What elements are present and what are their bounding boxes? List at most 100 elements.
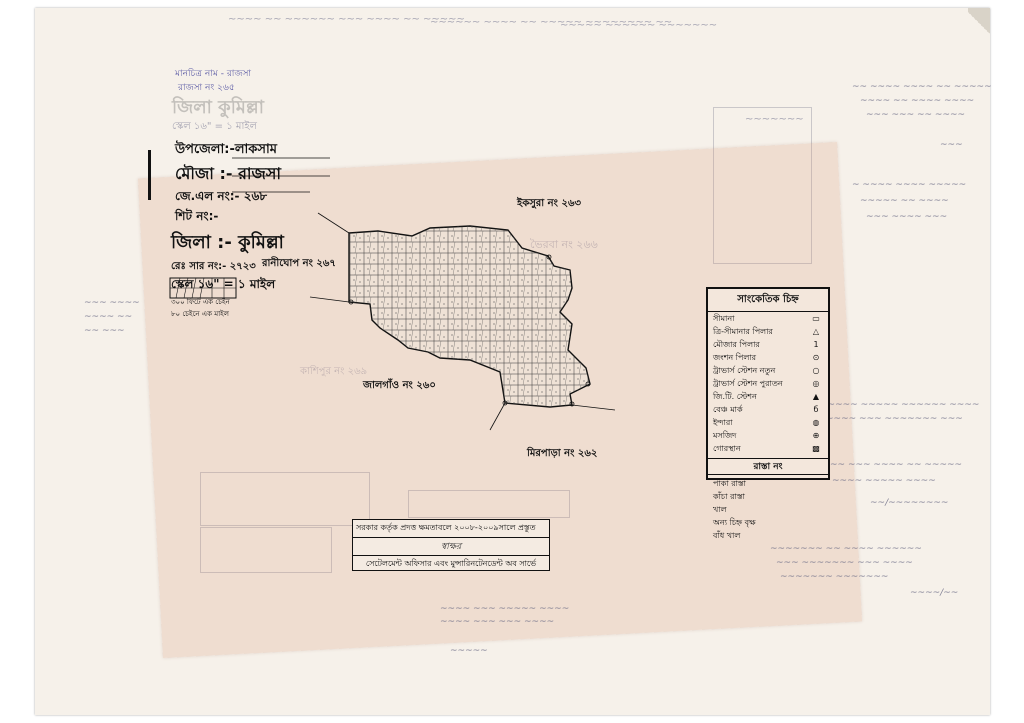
jl-number-label: জে.এল নং:- ২৬৮	[175, 189, 268, 203]
certification-line-1: সরকার কর্তৃক প্রদত্ত ক্ষমতাবলে ২০০৮-২০০৯…	[353, 520, 549, 538]
legend-row: জংশন পিলার ⊙	[708, 351, 828, 364]
legend-road-row: অন্য চিহ্ন বৃক্ষ	[708, 516, 828, 529]
neighbour-west: রানীঘোপ নং ২৬৭	[262, 258, 336, 269]
certification-signature: স্বাক্ষর	[440, 542, 462, 552]
handwritten-note: ~~~~~ ~~~~~ ~~~~~~ ~~~~	[820, 400, 980, 410]
handwritten-note: ~~~~ ~~~~~ ~~~~	[832, 476, 936, 486]
legend-symbol-icon: ▭	[812, 314, 820, 323]
mouza-label: মৌজা :- রাজসা	[175, 164, 282, 183]
faint-neighbour-east: ভৈরবা নং ২৬৬	[530, 238, 598, 251]
legend-row: ইন্দারা ◍	[708, 416, 828, 429]
legend-row-label: জংশন পিলার	[713, 353, 757, 362]
legend-row-label: ট্রাভার্স স্টেশন পুরাতন	[713, 379, 783, 388]
handwritten-note: ~ ~~~~ ~~~~ ~~~~~	[852, 180, 967, 190]
sheet-number-label: শিট নং:-	[175, 209, 219, 223]
legend-row: ট্রাভার্স স্টেশন নতুন ○	[708, 364, 828, 377]
title-underlines	[232, 157, 330, 193]
legend-symbol-icon: ▩	[812, 444, 820, 453]
legend-road-heading: রাস্তা নং	[708, 458, 828, 475]
legend-row: বেঞ্চ মার্ক б	[708, 403, 828, 416]
legend-road-row: পাকা রাস্তা	[708, 477, 828, 490]
legend-row: সীমানা ▭	[708, 312, 828, 325]
legend-road-label: বাঁধ খাল	[713, 531, 741, 540]
faint-box-bottom-center	[408, 490, 570, 518]
legend-row-label: ত্রি-সীমানার পিলার	[713, 327, 773, 336]
legend-row: জি.টি. স্টেশন▲	[708, 390, 828, 403]
faint-district-title: জিলা কুমিল্লা	[172, 97, 264, 118]
legend-symbol-icon: ⊕	[812, 431, 820, 440]
legend-row: ত্রি-সীমানার পিলার△	[708, 325, 828, 338]
legend-symbol-icon: б	[813, 405, 819, 414]
handwritten-note: ~~~~~~~ ~~ ~~~~ ~~~~~~	[770, 544, 922, 554]
scale-bar	[169, 277, 237, 299]
legend-road-row: কাঁচা রাস্তা	[708, 490, 828, 503]
legend-road-label: অন্য চিহ্ন বৃক্ষ	[713, 518, 756, 527]
neighbour-south: মিরপাড়া নং ২৬২	[527, 448, 598, 459]
title-bracket	[148, 150, 155, 200]
map-legend: সাংকেতিক চিহ্ন সীমানা ▭ ত্রি-সীমানার পিলার…	[706, 287, 830, 540]
handwritten-signature: ~~~~/~~	[910, 588, 959, 598]
handwritten-note: ~~~~ ~~~ ~~~~~ ~~~~	[440, 604, 570, 614]
legend-road-label: কাঁচা রাস্তা	[713, 492, 745, 501]
certification-box: সরকার কর্তৃক প্রদত্ত ক্ষমতাবলে ২০০৮-২০০৯…	[352, 519, 550, 571]
neighbour-north: ইকসুরা নং ২৬৩	[517, 198, 581, 209]
legend-symbol-icon: ○	[812, 366, 820, 375]
legend-symbol-icon: ◎	[812, 379, 820, 388]
faint-box-bottom-left-2	[200, 527, 332, 573]
legend-road-row: খাল	[708, 503, 828, 516]
handwritten-note: ~~~ ~~~~ ~~~	[866, 212, 948, 222]
handwritten-note: ~~~ ~~~~	[84, 298, 140, 308]
handwritten-signature: ~~~~~	[450, 646, 488, 656]
legend-heading: সাংকেতিক চিহ্ন	[708, 289, 828, 312]
reg-number-label: রেঃ সার নং:- ২৭২৩	[171, 261, 256, 272]
folded-corner	[968, 8, 990, 38]
faint-mouza-line: রাজসা নং ২৬৫	[178, 83, 235, 93]
legend-row: ট্রাভার্স স্টেশন পুরাতন ◎	[708, 377, 828, 390]
legend-road-label: খাল	[713, 505, 727, 514]
legend-row-label: সীমানা	[713, 314, 735, 323]
handwritten-note: ~~~~~ ~~ ~~~~	[860, 196, 949, 206]
title-block: উপজেলা:-লাকসাম মৌজা :- রাজসা জে.এল নং:- …	[137, 140, 347, 320]
legend-symbol-icon: ▲	[812, 392, 820, 401]
handwritten-note: ~~ ~~~	[84, 326, 125, 336]
legend-row-label: বেঞ্চ মার্ক	[713, 405, 743, 414]
faint-top-note: ~~~~ ~~ ~~~~~~ ~~~ ~~~~ ~~ ~~~~~	[228, 14, 465, 25]
legend-symbol-icon: ◍	[812, 418, 820, 427]
faint-scale: স্কেল ১৬" = ১ মাইল	[172, 121, 257, 132]
handwritten-note: ~~ ~~~ ~~~~ ~~ ~~~~~	[830, 460, 963, 470]
faint-top-note: ~~~~~~ ~~~~ ~~ ~~~~~ ~~~~~~~~ ~~	[430, 17, 673, 28]
legend-row-label: ইন্দারা	[713, 418, 733, 427]
legend-row: মসজিদ ⊕	[708, 429, 828, 442]
handwritten-note: ~~~~ ~~~ ~~~ ~~~~	[440, 617, 555, 627]
neighbour-south-west: জালগাঁও নং ২৬০	[363, 380, 436, 391]
legend-row-label: মৌজার পিলার	[713, 340, 760, 349]
legend-symbol-icon: ⊙	[812, 353, 820, 362]
scale-label: স্কেল ১৬" = ১ মাইল	[171, 277, 276, 291]
faint-legend-heading: ~~~~~~~	[745, 114, 804, 125]
faint-legend-box	[713, 107, 812, 264]
faint-neighbour-west: কাশিপুর নং ২৬৯	[300, 366, 368, 377]
handwritten-note: ~~~	[940, 140, 963, 150]
handwritten-note: ~~~ ~~~ ~~ ~~~~	[866, 110, 966, 120]
handwritten-note: ~~~~ ~~~ ~~~~~~~ ~~~	[826, 414, 963, 424]
handwritten-note: ~~ ~~~~ ~~~~ ~~ ~~~~~	[852, 82, 992, 92]
scale-note-1: ৩০০ ফিটে এক চেইন	[171, 298, 230, 306]
handwritten-note: ~~~~~~~ ~~~~~~~	[780, 572, 889, 582]
legend-road-label: পাকা রাস্তা	[713, 479, 747, 488]
handwritten-note: ~~~~ ~~ ~~~~ ~~~~	[860, 96, 975, 106]
legend-row-label: ট্রাভার্স স্টেশন নতুন	[713, 366, 776, 375]
legend-roads: পাকা রাস্তা কাঁচা রাস্তা খাল অন্য চিহ্ন বৃক…	[708, 477, 828, 542]
legend-row-label: মসজিদ	[713, 431, 737, 440]
legend-row: গোরস্থান▩	[708, 442, 828, 455]
mouza-parcel-map	[348, 225, 591, 408]
legend-road-row: বাঁধ খাল	[708, 529, 828, 542]
upazila-label: উপজেলা:-লাকসাম	[175, 142, 277, 157]
faint-box-bottom-left	[200, 472, 370, 526]
faint-top-line: মানচিত্র নাম - রাজসা	[175, 69, 252, 79]
scale-note-2: ৮০ চেইনে এক মাইল	[171, 310, 230, 318]
certification-line-2: সেটেলমেন্ট অফিসার এবং মুন্সারিনটেনডেন্ট …	[353, 555, 549, 573]
handwritten-note: ~~~~ ~~	[84, 312, 133, 322]
